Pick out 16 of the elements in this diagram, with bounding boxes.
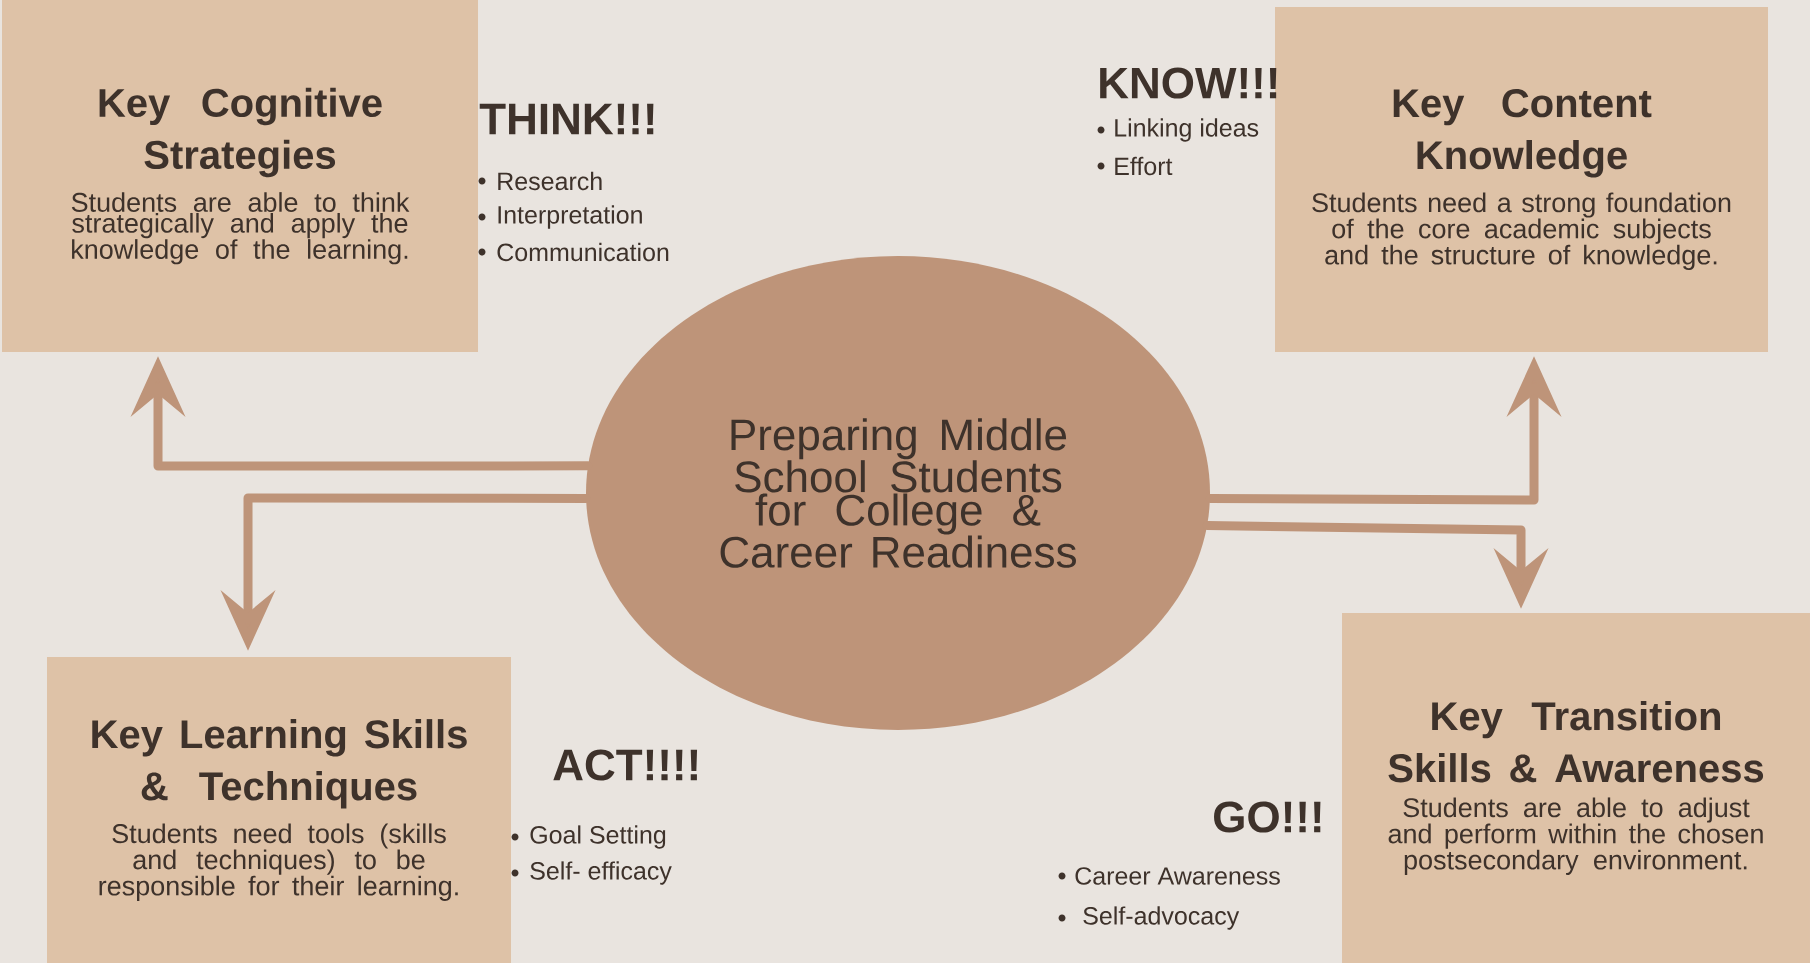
bullet-item: Self- efficacy: [511, 861, 672, 885]
heading: KNOW!!!: [1100, 67, 1277, 99]
heading: GO!!!: [1214, 801, 1321, 833]
text-box: Key Learning Skills & Techniques Students need tools (skills and techniques) to be responsible for their learning.: [47, 657, 511, 963]
bullet-item: Effort: [1097, 156, 1173, 176]
text-box: Key Transition Skills & Awareness Students are able to adjust and perform within the chosen postsecondary environment.: [1342, 613, 1810, 963]
bullet-item: Self-advocacy: [1058, 906, 1240, 930]
bullet-item: Linking ideas: [1097, 118, 1259, 142]
heading: THINK!!!: [479, 103, 654, 135]
heading: ACT!!!!: [553, 749, 698, 781]
text-box: Key Content Knowledge Students need a strong foundation of the core academic subjects and the structure of knowledge.: [1275, 7, 1768, 352]
bullet-item: Goal Setting: [511, 825, 666, 849]
text-box: Key Cognitive Strategies Students are able to think strategically and apply the knowledge of the learning.: [2, 0, 478, 352]
bullet-item: Research: [478, 171, 602, 191]
bullet-item: Interpretation: [478, 205, 642, 229]
bullet-item: Career Awareness: [1058, 867, 1280, 885]
